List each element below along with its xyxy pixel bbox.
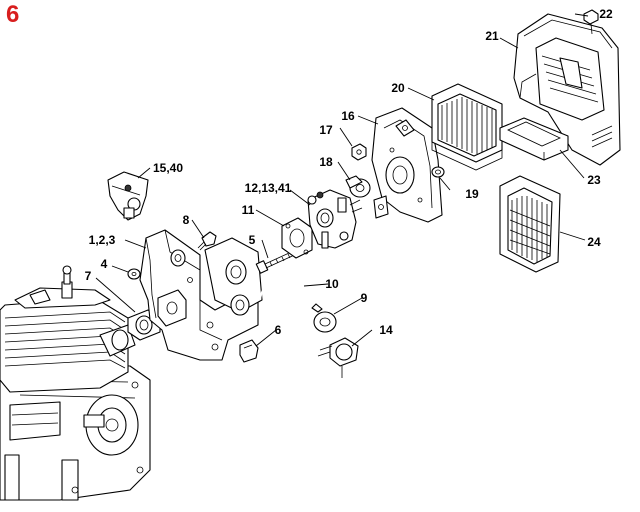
callout-10: 10 <box>325 277 339 291</box>
washer <box>127 268 141 280</box>
gasket <box>281 217 313 259</box>
sleeve <box>345 175 371 198</box>
choke-part <box>107 171 149 221</box>
carburetor <box>307 189 363 249</box>
callout-1-2-3: 1,2,3 <box>89 233 116 247</box>
clip <box>239 339 259 363</box>
filter-cover <box>513 13 621 166</box>
nut <box>351 143 367 161</box>
callout-12-13-41: 12,13,41 <box>245 181 292 195</box>
callout-8: 8 <box>183 213 190 227</box>
carburetor-box-housing <box>139 229 263 361</box>
callout-5: 5 <box>249 233 256 247</box>
callout-21: 21 <box>485 29 499 43</box>
prefilter <box>499 175 561 273</box>
callout-7: 7 <box>85 269 92 283</box>
fuel-filter <box>311 303 337 333</box>
callout-leader-lines <box>95 13 589 347</box>
callout-15-40: 15,40 <box>153 161 183 175</box>
air-filter-baseplate <box>371 107 443 223</box>
cover-screw <box>583 9 599 35</box>
screw <box>197 231 217 251</box>
callout-23: 23 <box>587 173 601 187</box>
filter-tray <box>499 117 569 161</box>
callout-16: 16 <box>341 109 355 123</box>
callout-9: 9 <box>361 291 368 305</box>
callout-labels: 22 21 20 16 17 18 19 23 24 15,40 12,13,4… <box>85 7 613 337</box>
callout-11: 11 <box>242 203 255 217</box>
diagram-page-number: 6 <box>6 1 20 28</box>
callout-19: 19 <box>465 187 479 201</box>
callout-24: 24 <box>587 235 601 249</box>
air-filter-element <box>431 83 503 171</box>
callout-14: 14 <box>379 323 393 337</box>
callout-17: 17 <box>319 123 333 137</box>
callout-6: 6 <box>275 323 282 337</box>
callout-18: 18 <box>319 155 333 169</box>
engine-illustration <box>0 265 151 501</box>
callout-20: 20 <box>391 81 405 95</box>
spacer <box>431 166 445 178</box>
callout-4: 4 <box>101 257 108 271</box>
callout-22: 22 <box>599 7 613 21</box>
primer-bulb <box>317 337 359 378</box>
fuel-line <box>259 283 319 313</box>
